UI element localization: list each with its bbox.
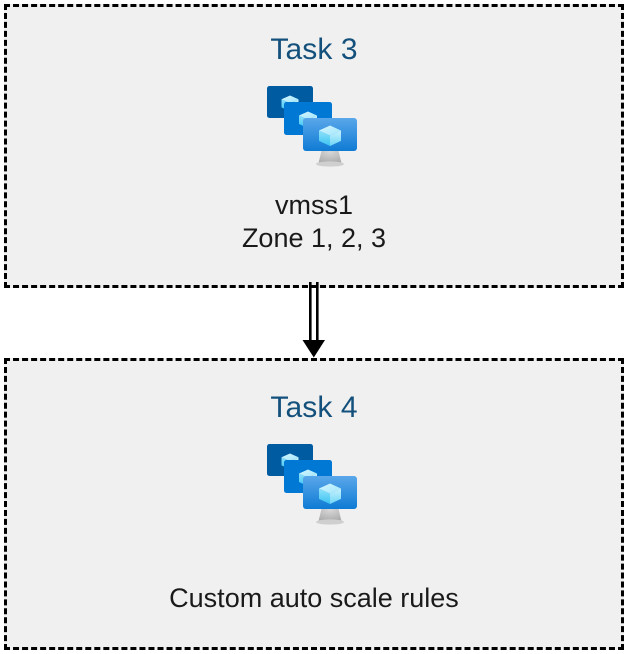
task-title-task4: Task 4 — [270, 391, 358, 424]
vmss-front-monitor — [303, 476, 357, 509]
task-box-task4[interactable]: Task 4 — [4, 358, 624, 650]
task-caption-task4: Custom auto scale rules — [169, 583, 459, 613]
task-box-task3[interactable]: Task 3 — [4, 4, 624, 288]
azure-vm-scale-set-icon — [267, 444, 357, 525]
task-caption-task3: vmss1 Zone 1, 2, 3 — [241, 190, 387, 253]
vmss-front-cube — [319, 125, 341, 146]
vmss-stand — [316, 507, 344, 525]
vmss-front-cube — [319, 483, 341, 504]
vmss-front-monitor — [303, 118, 357, 151]
icon-wrap-task3 — [259, 80, 369, 180]
connector-shaft-right — [316, 282, 319, 342]
task-title-task3: Task 3 — [270, 33, 358, 66]
connector-arrow-task3-to-task4 — [302, 282, 325, 358]
connector-arrow-head — [302, 340, 325, 358]
vmss-stand — [316, 149, 344, 167]
azure-vm-scale-set-icon — [267, 86, 357, 167]
icon-wrap-task4 — [259, 438, 369, 538]
connector-shaft-left — [309, 282, 312, 342]
